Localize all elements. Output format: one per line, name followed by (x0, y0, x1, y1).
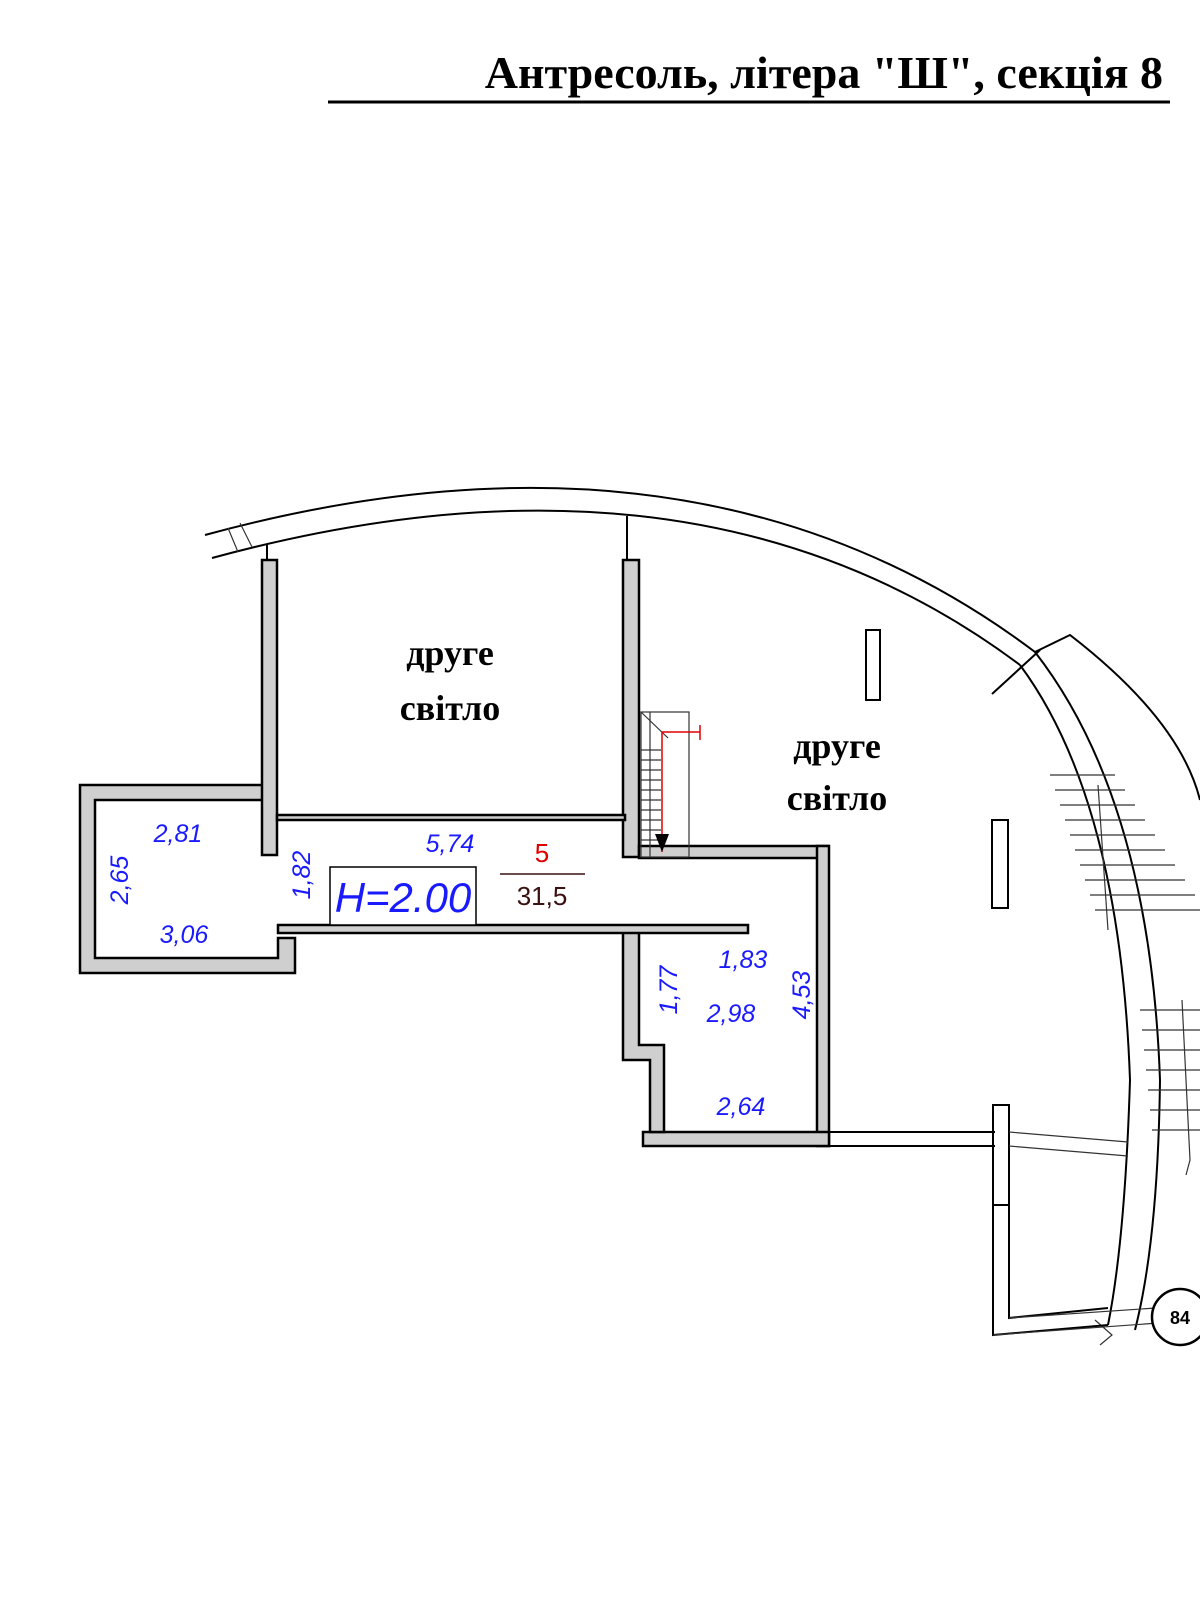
curved-facade (204, 486, 1161, 1346)
neighbour-marker-circle (1150, 1287, 1200, 1347)
room-height: H=2.00 (335, 874, 472, 921)
room-area: 31,5 (517, 881, 568, 911)
second-light-label-2-line2: світло (787, 778, 887, 818)
dim-4-53: 4,53 (788, 971, 816, 1020)
dim-1-83: 1,83 (719, 946, 768, 974)
dim-2-64: 2,64 (716, 1093, 766, 1121)
second-light-label-2-line1: друге (793, 726, 881, 766)
dim-2-81: 2,81 (153, 820, 203, 848)
neighbour-marker-label: 84 (1170, 1308, 1190, 1328)
pillar-upper (865, 629, 881, 701)
dim-5-74: 5,74 (426, 830, 475, 858)
dim-1-82: 1,82 (288, 851, 316, 900)
pillar-middle (991, 819, 1009, 909)
dim-1-77: 1,77 (655, 965, 683, 1015)
dim-2-98: 2,98 (706, 1000, 756, 1028)
room-number: 5 (535, 838, 549, 868)
lower-right-structure (829, 1104, 1200, 1337)
dim-3-06: 3,06 (160, 921, 209, 949)
inner-staircase (640, 711, 701, 858)
second-light-label-1-line1: друге (406, 633, 494, 673)
height-box (329, 866, 477, 926)
dim-2-65: 2,65 (106, 856, 134, 906)
plan-title: Антресоль, літера "Ш", секція 8 (485, 47, 1163, 98)
right-staircase (991, 633, 1200, 1176)
second-light-label-1-line2: світло (400, 688, 500, 728)
room-walls (78, 558, 831, 1148)
